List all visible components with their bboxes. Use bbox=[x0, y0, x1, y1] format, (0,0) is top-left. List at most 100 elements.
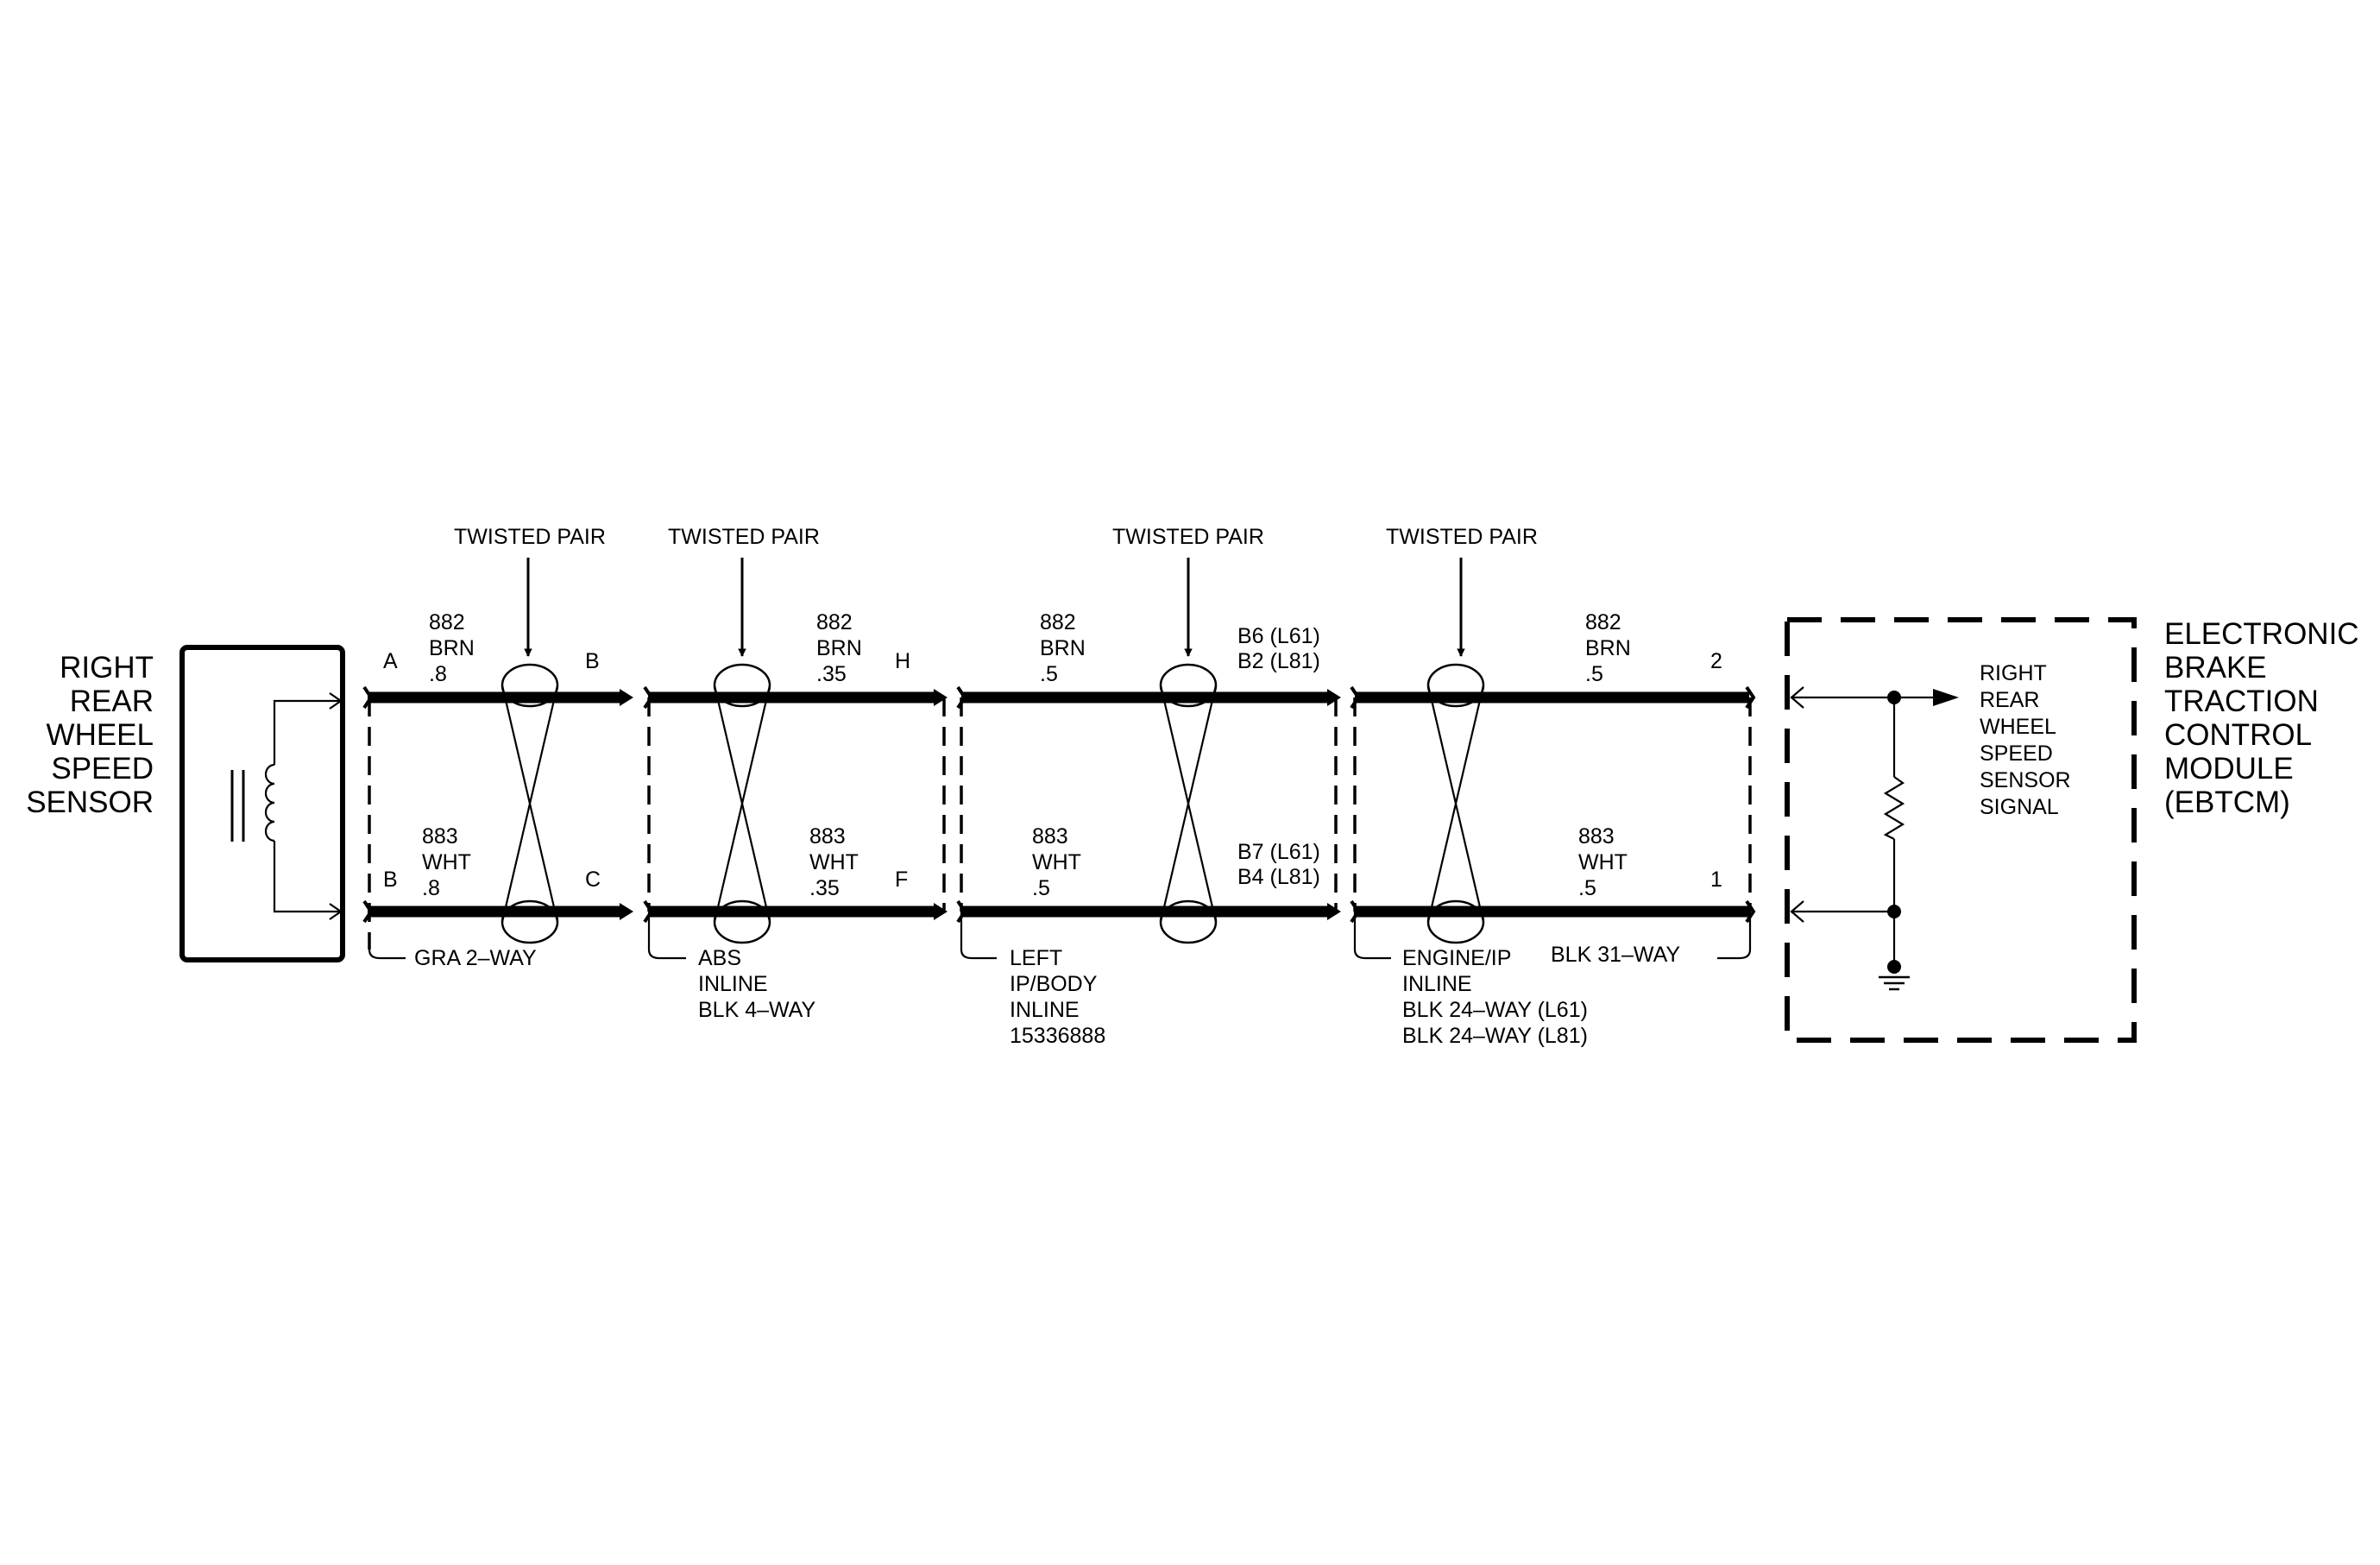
connector-name: BLK 4–WAY bbox=[698, 998, 815, 1022]
wire-color: WHT bbox=[1032, 850, 1081, 874]
connector-arrow-icon bbox=[934, 689, 948, 706]
twisted-pair-label: TWISTED PAIR bbox=[1386, 525, 1538, 549]
module-signal-label: WHEEL bbox=[1980, 715, 2056, 739]
wire-gauge: .8 bbox=[429, 662, 447, 686]
connector-name: BLK 31–WAY bbox=[1551, 943, 1680, 967]
wire-segments bbox=[362, 685, 1756, 924]
wire-circuit-number: 882 bbox=[1585, 610, 1621, 634]
connector-name: 15336888 bbox=[1010, 1024, 1105, 1048]
module-signal-label: RIGHT bbox=[1980, 661, 2047, 685]
module-title-line: (EBTCM) bbox=[2164, 786, 2290, 819]
connector-arrow-icon bbox=[620, 689, 633, 706]
wire-gauge: .5 bbox=[1578, 876, 1596, 900]
module-input-arrow-icon bbox=[1790, 900, 1804, 923]
connector-name: INLINE bbox=[1010, 998, 1080, 1022]
sensor-title-line: SENSOR bbox=[26, 786, 154, 819]
pin-label: B4 (L81) bbox=[1237, 865, 1320, 889]
wire-color: BRN bbox=[429, 636, 475, 660]
wire-gauge: .5 bbox=[1585, 662, 1603, 686]
module-title-line: MODULE bbox=[2164, 752, 2294, 786]
pin-labels: A B B C H F B6 (L61) B2 (L81) B7 (L61) B… bbox=[383, 624, 1722, 892]
wire-color: BRN bbox=[1585, 636, 1631, 660]
wire-gauge: .8 bbox=[422, 876, 440, 900]
pin-label: B7 (L61) bbox=[1237, 840, 1320, 864]
wire-color: BRN bbox=[816, 636, 862, 660]
wire-circuit-number: 883 bbox=[422, 824, 458, 849]
wire-gauge: .5 bbox=[1032, 876, 1050, 900]
sensor-title-line: WHEEL bbox=[47, 718, 154, 752]
wire-circuit-number: 883 bbox=[809, 824, 846, 849]
module-outline bbox=[1785, 617, 2137, 1043]
pin-label: 2 bbox=[1710, 649, 1722, 673]
connector-arrow-icon bbox=[620, 903, 633, 920]
connector-outlines bbox=[368, 697, 1752, 960]
wire-circuit-number: 883 bbox=[1578, 824, 1615, 849]
connector-name: ABS bbox=[698, 946, 741, 970]
twisted-pair-label: TWISTED PAIR bbox=[668, 525, 820, 549]
connector-arrow-icon bbox=[934, 903, 948, 920]
connector-c1-leader bbox=[368, 949, 406, 960]
pin-label: C bbox=[585, 868, 601, 892]
connector-name: ENGINE/IP bbox=[1402, 946, 1511, 970]
resistor-icon bbox=[1883, 697, 1905, 912]
wire-color: WHT bbox=[422, 850, 471, 874]
pin-label: F bbox=[895, 868, 908, 892]
module-signal-label: SIGNAL bbox=[1980, 795, 2059, 819]
connector-female-icon bbox=[362, 685, 374, 710]
pin-label: 1 bbox=[1710, 868, 1722, 892]
wire-circuit-number: 882 bbox=[429, 610, 465, 634]
connector-name: IP/BODY bbox=[1010, 972, 1098, 996]
module-input-arrow-icon bbox=[1790, 686, 1804, 709]
wire-labels: 882 BRN .8 883 WHT .8 882 BRN .35 883 WH… bbox=[422, 610, 1631, 900]
connector-name: BLK 24–WAY (L61) bbox=[1402, 998, 1588, 1022]
ebtcm-module: RIGHT REAR WHEEL SPEED SENSOR SIGNAL ELE… bbox=[1785, 617, 2359, 1043]
wire-gauge: .35 bbox=[809, 876, 840, 900]
wire-circuit-number: 882 bbox=[1040, 610, 1076, 634]
wire-circuit-number: 883 bbox=[1032, 824, 1068, 849]
sensor-title-line: REAR bbox=[70, 685, 154, 718]
twisted-pair-icon bbox=[713, 663, 771, 944]
connector-name: BLK 24–WAY (L81) bbox=[1402, 1024, 1588, 1048]
twisted-pair-symbols: TWISTED PAIR TWISTED PAIR TWISTED PAIR T… bbox=[454, 525, 1538, 944]
connector-female-icon bbox=[362, 899, 374, 924]
pin-label: H bbox=[895, 649, 910, 673]
connector-arrow-icon bbox=[1327, 689, 1341, 706]
pin-label: B2 (L81) bbox=[1237, 649, 1320, 673]
pin-label: A bbox=[383, 649, 398, 673]
module-title-line: BRAKE bbox=[2164, 651, 2267, 685]
module-title-line: CONTROL bbox=[2164, 718, 2312, 752]
wire-color: BRN bbox=[1040, 636, 1086, 660]
wire-gauge: .5 bbox=[1040, 662, 1058, 686]
twisted-pair-icon bbox=[1426, 663, 1485, 944]
twisted-pair-label: TWISTED PAIR bbox=[1112, 525, 1264, 549]
connector-name: INLINE bbox=[698, 972, 768, 996]
pin-label: B bbox=[383, 868, 398, 892]
twisted-pair-icon bbox=[1159, 663, 1218, 944]
module-signal-label: SPEED bbox=[1980, 741, 2053, 766]
module-title-line: ELECTRONIC bbox=[2164, 617, 2359, 651]
module-title-line: TRACTION bbox=[2164, 685, 2319, 718]
wire-circuit-number: 882 bbox=[816, 610, 853, 634]
sensor-title-line: RIGHT bbox=[60, 651, 154, 685]
wire-color: WHT bbox=[809, 850, 859, 874]
connector-c3-leader bbox=[960, 912, 997, 960]
twisted-pair-icon bbox=[501, 663, 559, 944]
twisted-pair-label: TWISTED PAIR bbox=[454, 525, 606, 549]
pin-label: B bbox=[585, 649, 600, 673]
connector-female-icon bbox=[643, 899, 654, 924]
module-signal-label: SENSOR bbox=[1980, 768, 2071, 792]
connector-arrow-icon bbox=[1327, 903, 1341, 920]
connector-name: INLINE bbox=[1402, 972, 1472, 996]
wire-gauge: .35 bbox=[816, 662, 847, 686]
sensor-box bbox=[179, 645, 345, 962]
connector-names: GRA 2–WAY ABS INLINE BLK 4–WAY LEFT IP/B… bbox=[414, 943, 1680, 1048]
ground-icon bbox=[1879, 912, 1910, 991]
wire-color: WHT bbox=[1578, 850, 1628, 874]
wheel-speed-sensor: RIGHT REAR WHEEL SPEED SENSOR bbox=[26, 645, 345, 962]
connector-name: LEFT bbox=[1010, 946, 1062, 970]
connector-female-icon bbox=[643, 685, 654, 710]
connector-name: GRA 2–WAY bbox=[414, 946, 537, 970]
sensor-coil-icon bbox=[264, 692, 343, 920]
sensor-title-line: SPEED bbox=[51, 752, 154, 786]
